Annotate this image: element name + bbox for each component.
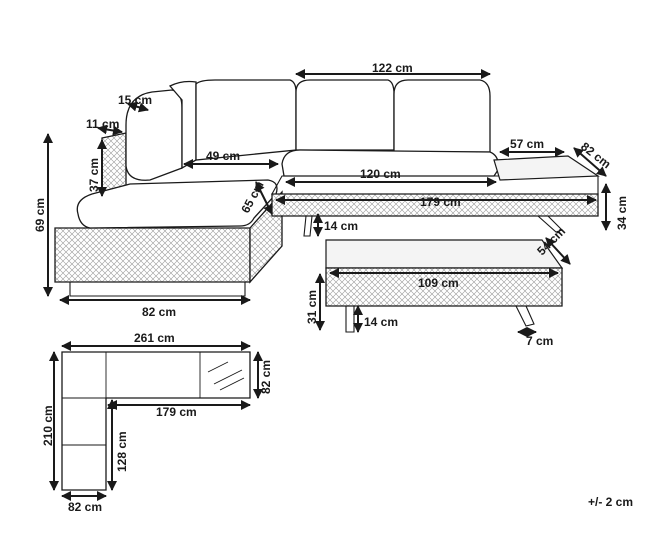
table-leg-right (515, 305, 535, 327)
leg-height-label: 14 cm (324, 219, 358, 233)
cushion-depth-label: 15 cm (118, 93, 152, 107)
long-back-cushion-left (295, 79, 395, 151)
corner-module-base (54, 227, 251, 283)
long-sofa-drawing (271, 79, 600, 237)
table-leg-width-label: 7 cm (526, 334, 553, 348)
plan-glass-mark-2 (213, 369, 243, 385)
table-width-label: 109 cm (418, 276, 459, 290)
inner-seat-depth-label: 49 cm (206, 149, 240, 163)
chaise-glass-top (493, 155, 600, 181)
floor-plan (49, 341, 263, 501)
plan-total-length-label: 210 cm (41, 405, 55, 446)
sofa-length-label: 179 cm (420, 195, 461, 209)
long-back-cushion-right (393, 79, 491, 153)
corner-runner (69, 282, 246, 297)
plan-total-width-label: 261 cm (134, 331, 175, 345)
back-width-label: 122 cm (372, 61, 413, 75)
plan-depth-label: 82 cm (259, 360, 273, 394)
table-height-label: 31 cm (305, 290, 319, 324)
long-back-cushion (195, 79, 297, 161)
plan-side-length-label: 128 cm (115, 431, 129, 472)
seat-width-label: 120 cm (360, 167, 401, 181)
plan-glass-mark-3 (219, 377, 245, 391)
armrest-width-label: 11 cm (86, 117, 119, 131)
long-leg-left (303, 215, 313, 237)
table-glass-top (325, 239, 564, 269)
table-leg-height-label: 14 cm (364, 315, 398, 329)
plan-inner-length-label: 179 cm (156, 405, 197, 419)
module-width-label: 82 cm (142, 305, 176, 319)
total-height-label: 69 cm (33, 198, 47, 232)
plan-glass-mark-1 (207, 361, 229, 373)
table-leg-left (345, 306, 355, 333)
plan-module-width-label: 82 cm (68, 500, 102, 514)
tolerance-note: +/- 2 cm (588, 495, 633, 509)
chaise-extension-label: 57 cm (510, 137, 544, 151)
long-base-top (271, 175, 599, 195)
long-leg-right (537, 215, 564, 233)
armrest-height-label: 37 cm (87, 158, 101, 192)
chaise-height-label: 34 cm (615, 196, 629, 230)
dimension-lines (43, 69, 611, 337)
plan-outline (61, 351, 251, 491)
